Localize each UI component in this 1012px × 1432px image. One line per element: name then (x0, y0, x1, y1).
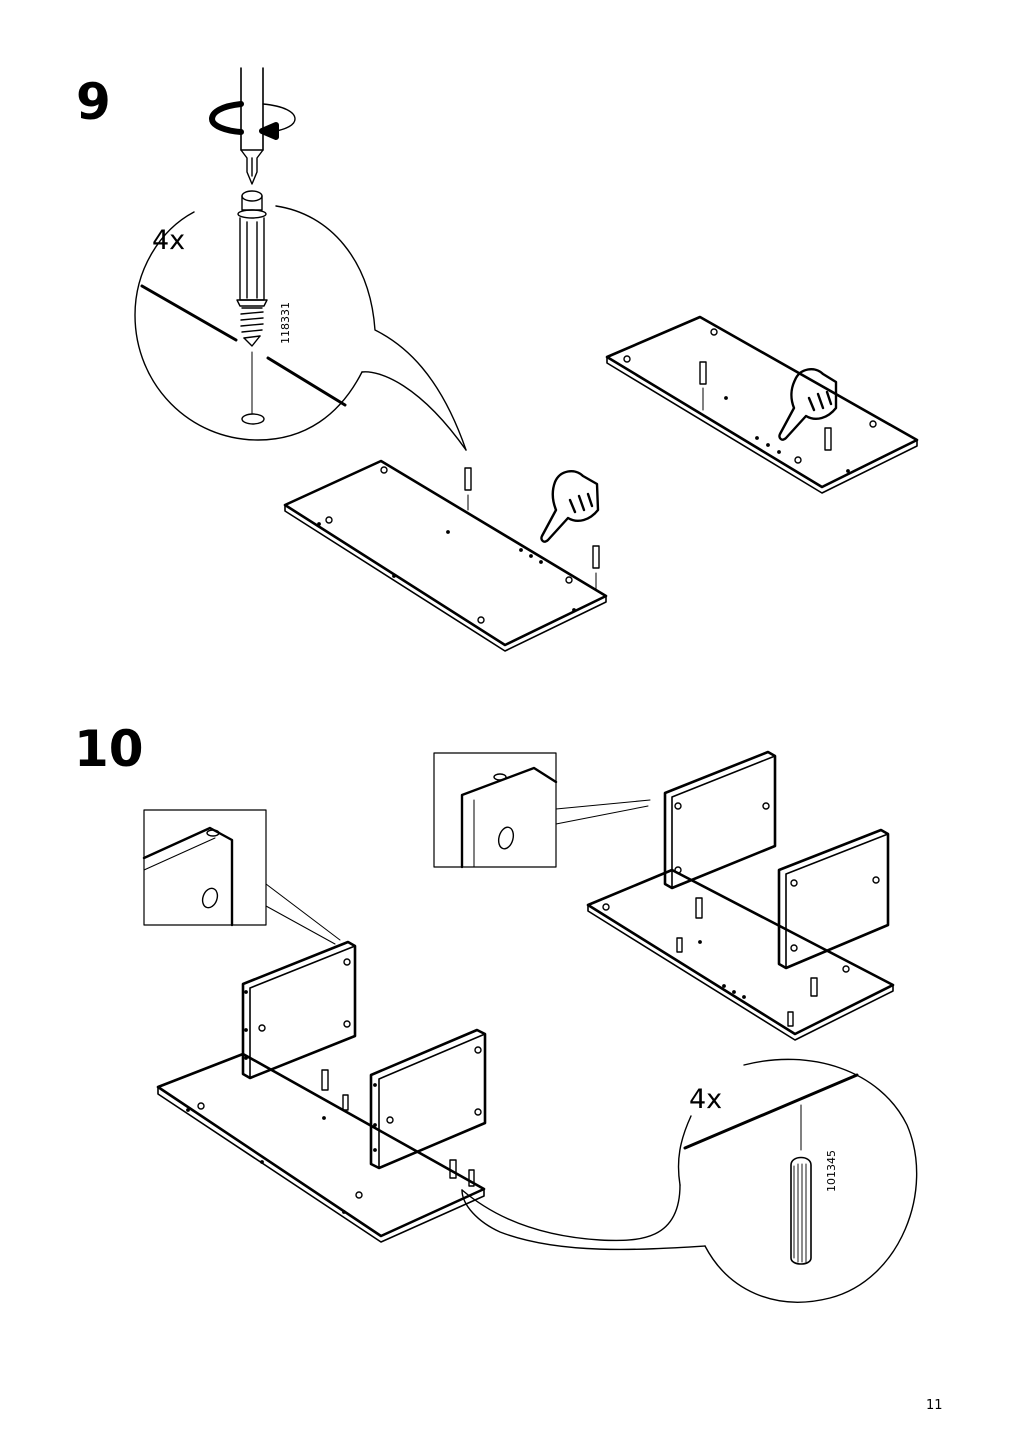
detail-callout-circle (461, 1058, 918, 1303)
step-10-quantity: 4x (689, 1084, 722, 1115)
step-9-quantity: 4x (152, 225, 185, 256)
step-9-number: 9 (76, 73, 111, 131)
page-number: 11 (926, 1398, 943, 1413)
step-10-number: 10 (74, 720, 144, 778)
detail-callout-box (433, 752, 651, 869)
wooden-dowel-icon (790, 1104, 812, 1265)
screwdriver-icon (240, 67, 264, 185)
detail-callout-box (142, 809, 341, 945)
step-9-part-code: 118331 (279, 302, 292, 344)
side-panel (241, 940, 357, 1080)
panel-board (605, 315, 919, 494)
rotate-arrow-icon (209, 101, 296, 140)
detail-callout-circle (134, 205, 467, 451)
panel-board (156, 1052, 486, 1243)
cam-bolt-icon (236, 190, 268, 347)
pointing-hand-icon (540, 470, 600, 543)
panel-board (283, 459, 608, 652)
side-panel (777, 828, 890, 970)
pointing-hand-icon (778, 368, 838, 441)
side-panel (369, 1028, 487, 1170)
side-panel (663, 750, 777, 890)
step-10-part-code: 101345 (825, 1150, 838, 1192)
panel-board (586, 868, 895, 1041)
